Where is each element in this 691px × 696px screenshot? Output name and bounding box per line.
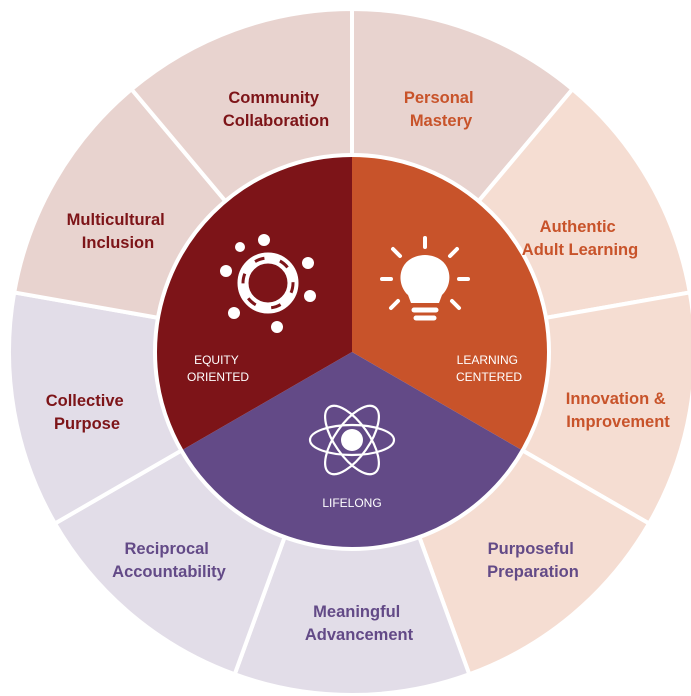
atom-icon (308, 404, 396, 476)
segment-label-line2: Purpose (54, 415, 120, 433)
core-label-learning-centered: LEARNING CENTERED (456, 353, 522, 384)
segment-label-authentic-adult-learning: Authentic Adult Learning (522, 218, 638, 259)
segment-label-line2: Inclusion (82, 234, 154, 252)
segment-label-line2: Improvement (566, 413, 670, 431)
core-sector-learning (352, 155, 549, 451)
segment-label-community-collaboration: Community Collaboration (223, 89, 329, 130)
core-label-line1: LEARNING (457, 353, 518, 367)
segment-label-line2: Accountability (112, 563, 227, 581)
segment-label-line1: Collective (46, 392, 124, 410)
segment-label-reciprocal-accountability: Reciprocal Accountability (112, 540, 227, 581)
core-border (153, 153, 551, 551)
segment-label-line1: Community (228, 89, 320, 107)
segment-label-line2: Collaboration (223, 112, 329, 130)
people-circle-icon (220, 234, 316, 333)
segment-label-line1: Authentic (540, 218, 616, 236)
segment-label-line1: Multicultural (67, 211, 165, 229)
segment-label-meaningful-advancement: Meaningful Advancement (305, 603, 414, 644)
segment-label-line1: Personal (404, 89, 474, 107)
segment-label-line1: Purposeful (488, 540, 574, 558)
lightbulb-icon (380, 236, 470, 321)
core-label-line2: CENTERED (456, 370, 522, 384)
outer-labels: Community Collaboration Personal Mastery… (46, 89, 671, 644)
segment-label-collective-purpose: Collective Purpose (46, 392, 129, 433)
segment-label-line2: Adult Learning (522, 241, 638, 259)
segment-label-multicultural-inclusion: Multicultural Inclusion (67, 211, 170, 252)
core-label-lifelong: LIFELONG (322, 496, 381, 510)
segment-label-line1: Reciprocal (125, 540, 209, 558)
segment-label-purposeful-preparation: Purposeful Preparation (487, 540, 579, 581)
segment-label-innovation-improvement: Innovation & Improvement (566, 390, 671, 431)
segment-label-line1: Meaningful (313, 603, 400, 621)
segment-label-line2: Preparation (487, 563, 579, 581)
core-label-line1: EQUITY (194, 353, 239, 367)
core-label-equity-oriented: EQUITY ORIENTED (187, 353, 249, 384)
segment-label-personal-mastery: Personal Mastery (404, 89, 478, 130)
segment-label-line1: Innovation & (566, 390, 666, 408)
core-label-line2: ORIENTED (187, 370, 249, 384)
segment-label-line2: Mastery (410, 112, 473, 130)
inner-core (153, 153, 551, 551)
segment-label-line2: Advancement (305, 626, 414, 644)
